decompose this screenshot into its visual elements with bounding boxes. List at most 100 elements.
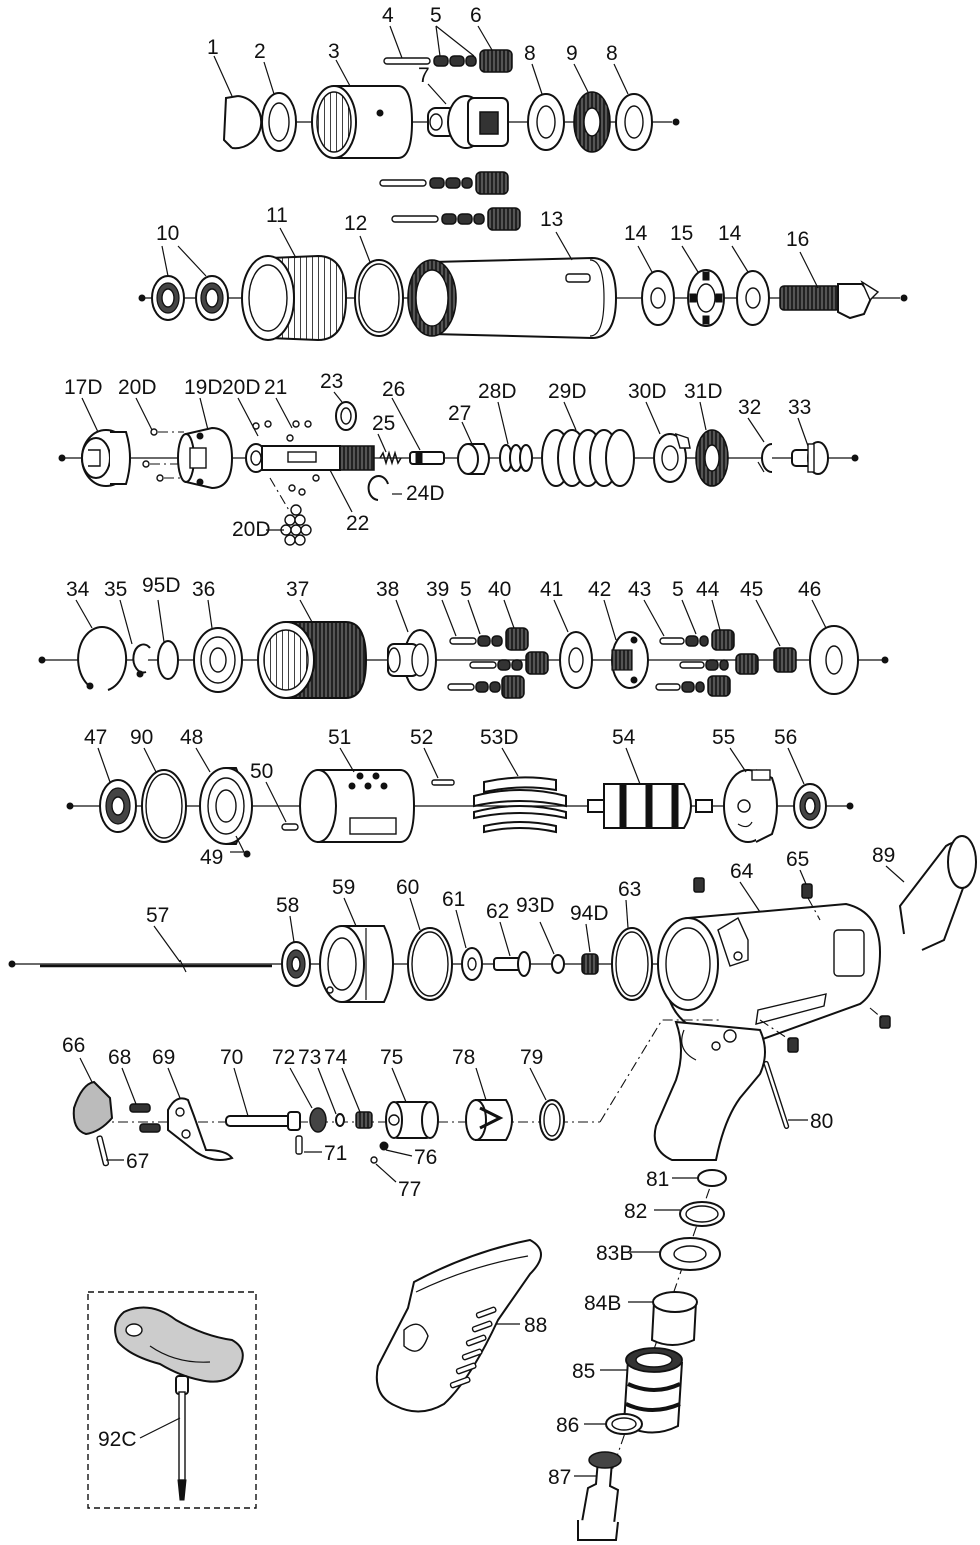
label-4: 4 xyxy=(382,4,394,27)
row-2-assembly: 10 11 12 13 14 15 14 16 xyxy=(138,204,908,342)
part-76-ball xyxy=(379,1141,389,1151)
label-25: 25 xyxy=(372,412,395,435)
label-70: 70 xyxy=(220,1046,243,1069)
part-88-grip-sleeve: 88 xyxy=(375,1238,547,1413)
label-73: 73 xyxy=(298,1046,321,1069)
label-28D: 28D xyxy=(478,380,517,403)
axis-end-dot xyxy=(672,118,680,126)
label-77: 77 xyxy=(398,1178,421,1201)
label-82: 82 xyxy=(624,1200,647,1223)
label-48: 48 xyxy=(180,726,203,749)
part-17D-clutch-jaw xyxy=(81,429,131,487)
label-14b: 14 xyxy=(718,222,742,245)
part-24D-clip xyxy=(367,475,389,501)
part-81-o-ring xyxy=(697,1169,727,1187)
label-71: 71 xyxy=(324,1142,347,1165)
label-12: 12 xyxy=(344,212,367,235)
part-86-o-ring-inner xyxy=(611,1417,637,1431)
label-37: 37 xyxy=(286,578,309,601)
label-5a: 5 xyxy=(430,4,442,27)
label-76: 76 xyxy=(414,1146,437,1169)
part-92C-t-wrench-box: 92C xyxy=(87,1291,257,1509)
part-46-washer-hole xyxy=(825,645,843,675)
row-4-assembly: 34 35 95D 36 37 38 39 5 40 41 42 43 5 44… xyxy=(38,574,889,699)
part-42-carrier xyxy=(611,631,649,689)
label-7: 7 xyxy=(418,64,430,87)
label-5b: 5 xyxy=(460,578,472,601)
label-57: 57 xyxy=(146,904,169,927)
part-95D-o-ring xyxy=(157,640,179,680)
label-32: 32 xyxy=(738,396,761,419)
part-58-bearing xyxy=(281,941,311,987)
part-84B-sleeve xyxy=(650,1291,698,1346)
axis-end-dot xyxy=(846,802,854,810)
part-35-ring xyxy=(132,643,151,678)
part-55-rear-plate xyxy=(723,769,778,843)
label-95D: 95D xyxy=(142,574,181,597)
label-84B: 84B xyxy=(584,1292,621,1315)
row-1-assembly: 1 2 3 4 5 6 7 8 9 8 xyxy=(207,4,680,231)
label-21: 21 xyxy=(264,376,287,399)
label-80: 80 xyxy=(810,1110,833,1133)
part-48-end-plate xyxy=(199,767,253,858)
label-79: 79 xyxy=(520,1046,543,1069)
label-60: 60 xyxy=(396,876,419,899)
part-36-bearing xyxy=(193,627,243,693)
part-94D-spring xyxy=(581,953,599,975)
part-14-washer-b-hole xyxy=(745,287,761,309)
label-44: 44 xyxy=(696,578,720,601)
part-72-o-ring xyxy=(309,1107,327,1133)
label-31D: 31D xyxy=(684,380,723,403)
label-15: 15 xyxy=(670,222,693,245)
part-85-muffler xyxy=(622,1347,683,1434)
part-19D-clutch-cam xyxy=(177,426,234,490)
part-13-cylinder xyxy=(407,256,618,340)
part-71-pin xyxy=(295,1135,303,1155)
label-47: 47 xyxy=(84,726,107,749)
label-87: 87 xyxy=(548,1466,571,1489)
part-39-40-planet-pins-gears xyxy=(447,627,549,699)
part-37-ring-gear xyxy=(257,621,368,699)
axis-start-dot xyxy=(138,294,146,302)
axis-start-dot xyxy=(66,802,74,810)
label-41: 41 xyxy=(540,578,563,601)
label-92C: 92C xyxy=(98,1428,137,1451)
label-27: 27 xyxy=(448,402,471,425)
label-5c: 5 xyxy=(672,578,684,601)
label-53D: 53D xyxy=(480,726,519,749)
label-83B: 83B xyxy=(596,1242,633,1265)
part-77-ball xyxy=(370,1156,378,1164)
part-6-planet-gear xyxy=(479,49,513,73)
label-69: 69 xyxy=(152,1046,175,1069)
part-70-shaft xyxy=(225,1111,301,1131)
part-1-retaining-ring xyxy=(222,95,263,150)
label-3: 3 xyxy=(328,40,340,63)
part-29D-main-spring xyxy=(541,429,635,487)
label-45: 45 xyxy=(740,578,763,601)
label-93D: 93D xyxy=(516,894,555,917)
part-9-bearing-hole xyxy=(583,107,601,137)
row-3-assembly: 17D 20D 19D 20D 21 23 25 26 27 28D 29D 3… xyxy=(58,370,859,546)
part-63-o-ring-inner xyxy=(615,931,649,997)
label-20D-b: 20D xyxy=(222,376,261,399)
part-27-sleeve xyxy=(457,443,490,475)
part-82-gasket-inner xyxy=(685,1205,719,1223)
label-81: 81 xyxy=(646,1168,669,1191)
part-78-reverse-valve xyxy=(465,1099,513,1141)
label-40: 40 xyxy=(488,578,511,601)
part-87-air-inlet xyxy=(577,1451,622,1541)
label-8a: 8 xyxy=(524,42,536,65)
label-43: 43 xyxy=(628,578,651,601)
label-38: 38 xyxy=(376,578,399,601)
part-10-bearings xyxy=(151,275,229,321)
part-20D-balls-b xyxy=(252,420,320,496)
part-12-o-ring-inner xyxy=(358,263,400,333)
part-28D-springs xyxy=(499,444,533,472)
axis-end-dot xyxy=(900,294,908,302)
label-11: 11 xyxy=(266,204,288,227)
part-73-ring xyxy=(335,1113,345,1127)
part-20D-ball-cluster xyxy=(269,477,312,546)
label-55: 55 xyxy=(712,726,735,749)
label-9: 9 xyxy=(566,42,578,65)
